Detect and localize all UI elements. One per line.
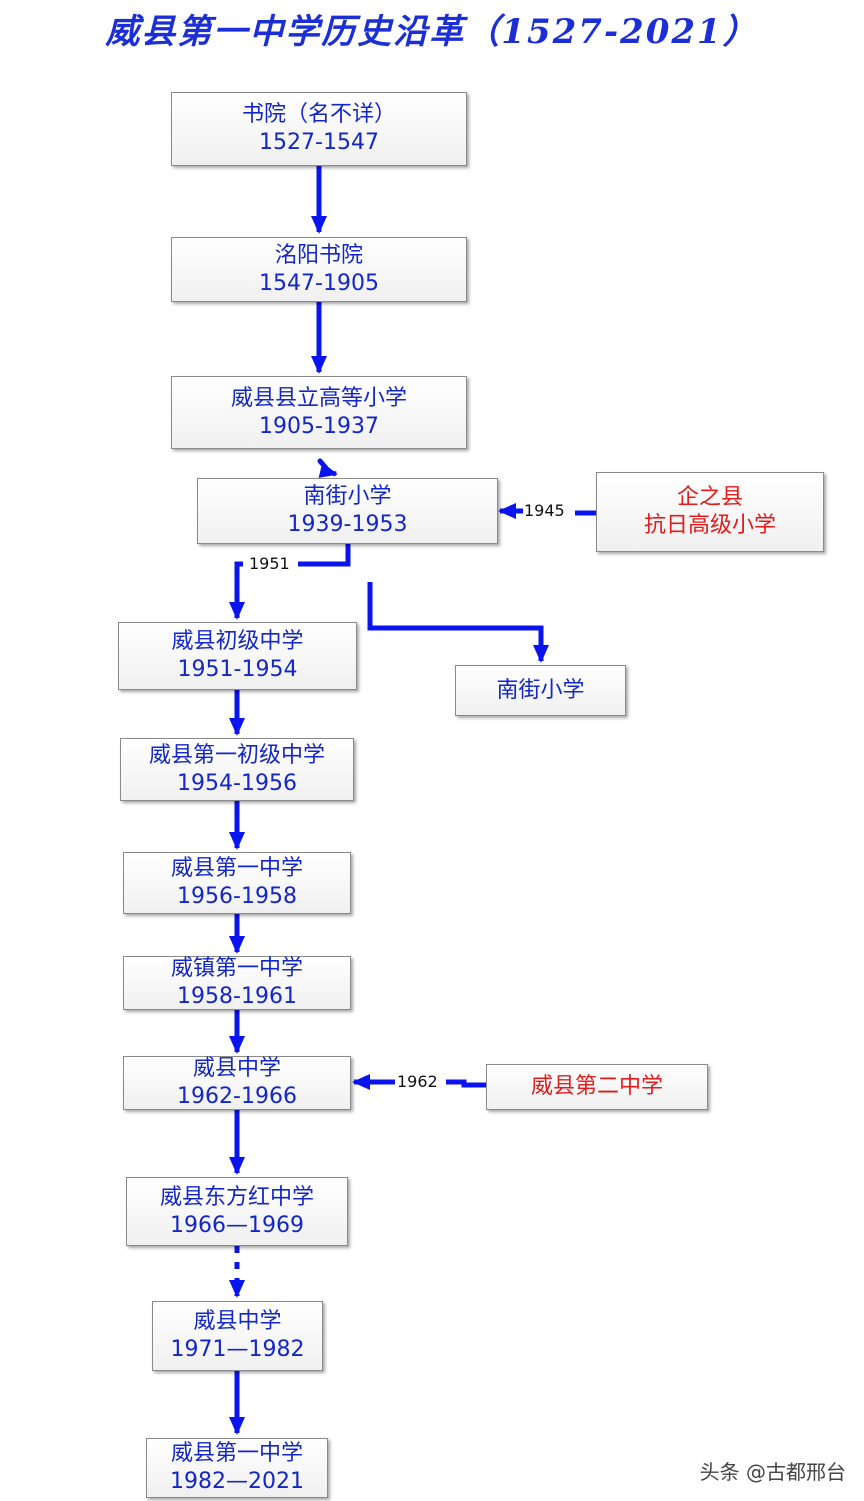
node-name: 书院（名不详） <box>241 102 396 127</box>
node-years: 1971—1982 <box>170 1337 305 1362</box>
edge-label-1945: 1945 <box>523 501 566 521</box>
node-years: 1951-1954 <box>177 657 298 682</box>
node-name: 威县中学 <box>193 1309 282 1334</box>
edge-label-1962: 1962 <box>396 1072 439 1092</box>
node-years: 1966—1969 <box>170 1212 304 1238</box>
connector-arrow <box>318 462 338 478</box>
node-nanjie-primary-branch: 南街小学 <box>455 665 626 716</box>
node-name: 南街小学 <box>303 484 392 509</box>
node-name: 企之县 <box>676 485 743 510</box>
node-name: 洺阳书院 <box>274 242 363 268</box>
watermark: 头条 @古都邢台 <box>699 1460 846 1484</box>
node-years: 1956-1958 <box>177 884 297 909</box>
edge-label-1951: 1951 <box>248 554 291 574</box>
node-county-middle-1962: 威县中学 1962-1966 <box>123 1056 351 1110</box>
node-name: 威县第一中学 <box>170 1441 303 1466</box>
node-years: 1982—2021 <box>170 1469 304 1494</box>
node-years: 1962-1966 <box>177 1084 297 1109</box>
node-junior-middle: 威县初级中学 1951-1954 <box>118 622 357 690</box>
node-shuyuan: 书院（名不详） 1527-1547 <box>171 92 467 166</box>
node-name: 威镇第一中学 <box>170 956 303 981</box>
node-subtitle: 抗日高级小学 <box>643 513 776 538</box>
node-second-middle: 威县第二中学 <box>486 1064 708 1110</box>
connector-arrow <box>446 1079 488 1088</box>
node-name: 威县中学 <box>192 1056 281 1081</box>
node-name: 威县第二中学 <box>530 1074 663 1099</box>
node-nanjie-primary: 南街小学 1939-1953 <box>197 478 498 544</box>
connector-arrow <box>367 582 549 663</box>
node-name: 威县第一中学 <box>170 856 303 881</box>
node-name: 威县初级中学 <box>171 629 304 654</box>
node-county-middle-1971: 威县中学 1971—1982 <box>152 1301 323 1371</box>
node-weizhen-first-middle: 威镇第一中学 1958-1961 <box>123 956 351 1010</box>
node-anti-japanese-primary: 企之县 抗日高级小学 <box>596 472 824 552</box>
node-dongfanghong-middle: 威县东方红中学 1966—1969 <box>126 1177 348 1246</box>
connector-arrow <box>317 458 329 471</box>
node-years: 1939-1953 <box>287 512 408 537</box>
node-first-middle-1982: 威县第一中学 1982—2021 <box>146 1438 328 1498</box>
node-years: 1954-1956 <box>177 770 297 796</box>
node-years: 1905-1937 <box>259 413 379 439</box>
node-name: 威县县立高等小学 <box>230 385 407 411</box>
node-mingyang-shuyuan: 洺阳书院 1547-1905 <box>171 237 467 302</box>
node-first-middle-1956: 威县第一中学 1956-1958 <box>123 852 351 914</box>
node-name: 威县东方红中学 <box>159 1184 314 1210</box>
node-years: 1527-1547 <box>259 130 379 155</box>
node-years: 1958-1961 <box>177 984 297 1009</box>
connector-arrow <box>298 543 351 567</box>
page-title: 威县第一中学历史沿革（1527-2021） <box>105 12 759 52</box>
node-name: 威县第一初级中学 <box>148 742 325 768</box>
connector-arrow <box>229 561 245 620</box>
node-years: 1547-1905 <box>259 270 379 296</box>
node-first-junior-middle: 威县第一初级中学 1954-1956 <box>120 738 354 801</box>
node-county-higher-primary: 威县县立高等小学 1905-1937 <box>171 376 467 449</box>
node-name: 南街小学 <box>496 677 585 703</box>
